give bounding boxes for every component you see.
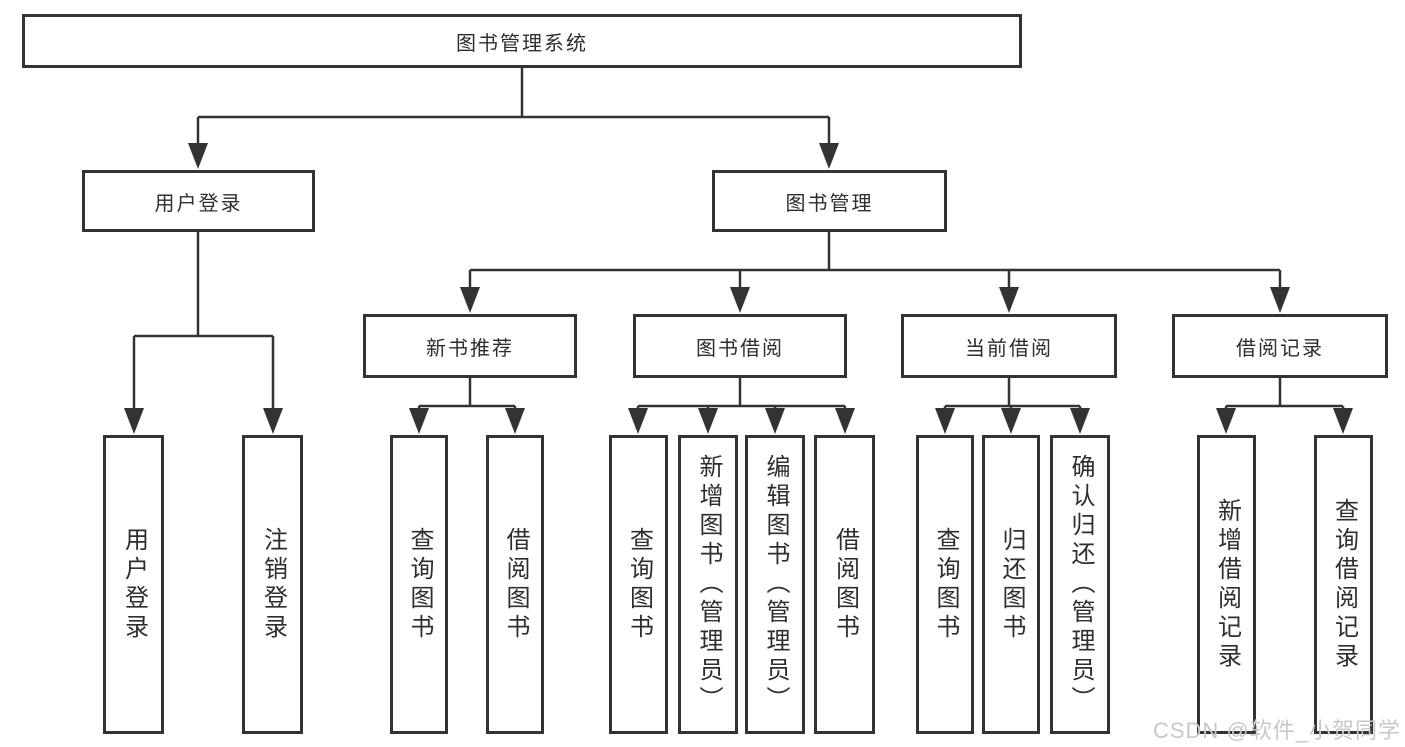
leaf-query-borrow-record: 查询借阅记录 [1314,435,1373,734]
leaf-edit-book-admin: 编辑图书（管理员） [745,435,805,734]
leaf-query-books-1: 查询图书 [390,435,448,734]
csdn-watermark: CSDN @软件_小贺同学 [1152,718,1401,743]
leaf-query-books-2: 查询图书 [609,435,668,734]
node-user-login: 用户登录 [82,170,315,232]
leaf-query-books-3: 查询图书 [916,435,974,734]
arrowheads [124,143,1353,434]
node-book-management: 图书管理 [712,170,947,232]
node-new-book-recommend: 新书推荐 [363,314,577,378]
leaf-logout: 注销登录 [242,435,303,734]
node-borrow-records: 借阅记录 [1172,314,1388,378]
leaf-return-book: 归还图书 [982,435,1040,734]
node-book-borrow: 图书借阅 [633,314,847,378]
leaf-borrow-books-2: 借阅图书 [814,435,875,734]
leaf-add-book-admin: 新增图书（管理员） [678,435,738,734]
leaf-borrow-books-1: 借阅图书 [486,435,544,734]
node-current-borrow: 当前借阅 [901,314,1117,378]
leaf-user-login: 用户登录 [103,435,164,734]
node-library-system: 图书管理系统 [22,14,1022,68]
leaf-add-borrow-record: 新增借阅记录 [1197,435,1256,734]
leaf-confirm-return-admin: 确认归还（管理员） [1050,435,1110,734]
